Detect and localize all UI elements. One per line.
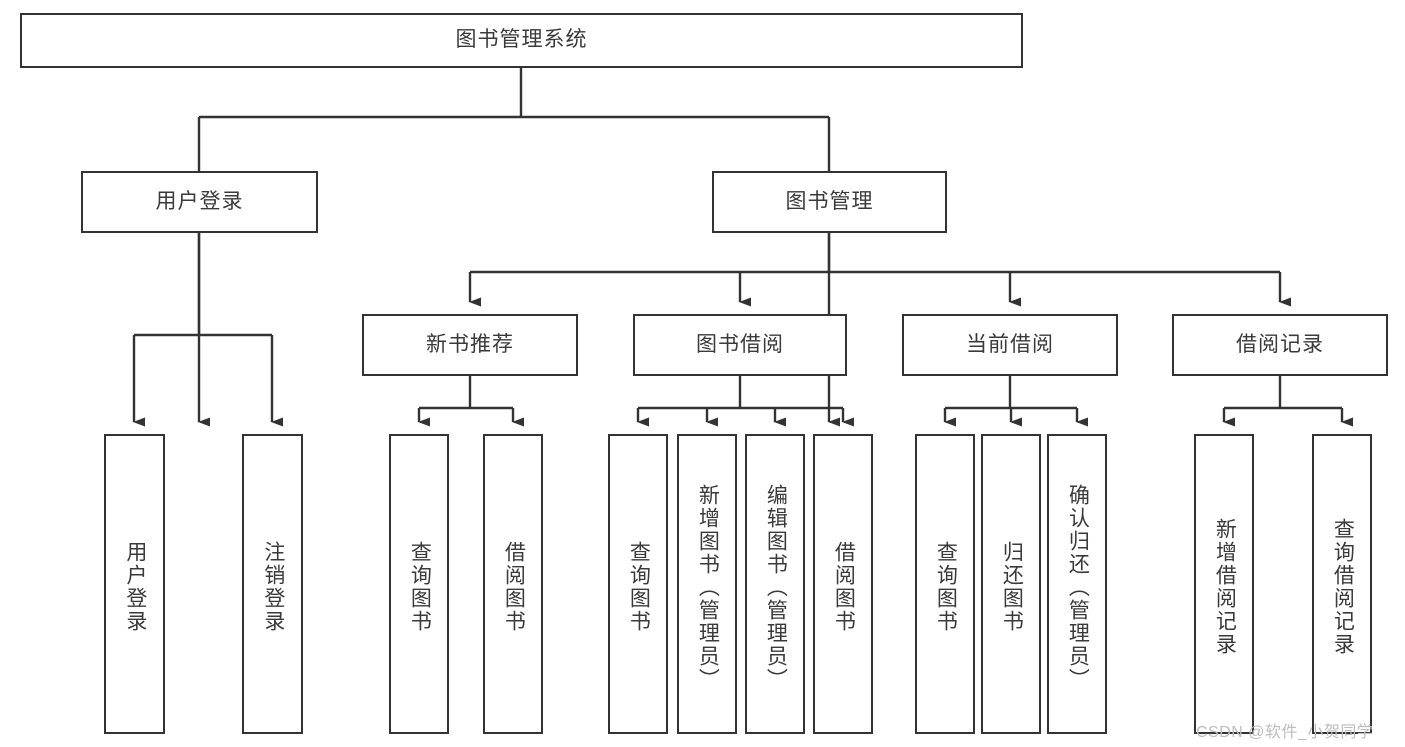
leaf-user-login[interactable]: 用户登录	[104, 434, 165, 734]
leaf-borrow-book[interactable]: 借阅图书	[813, 434, 873, 734]
leaf-query-book-current[interactable]: 查询图书	[915, 434, 975, 734]
leaf-query-book-borrow[interactable]: 查询图书	[608, 434, 668, 734]
leaf-edit-book-admin[interactable]: 编辑图书（管理员）	[745, 434, 805, 734]
leaf-query-book-current-label: 查询图书	[934, 541, 958, 633]
leaf-query-borrow-record-label: 查询借阅记录	[1331, 518, 1355, 656]
leaf-add-borrow-record[interactable]: 新增借阅记录	[1194, 434, 1254, 734]
leaf-borrow-book-recommend[interactable]: 借阅图书	[483, 434, 543, 734]
node-user-login-label: 用户登录	[155, 189, 244, 213]
leaf-confirm-return-admin-label: 确认归还（管理员）	[1066, 483, 1090, 691]
node-borrow-record[interactable]: 借阅记录	[1172, 314, 1388, 376]
node-root-label: 图书管理系统	[455, 28, 588, 52]
leaf-return-book[interactable]: 归还图书	[981, 434, 1041, 734]
leaf-logout[interactable]: 注销登录	[242, 434, 303, 734]
node-current-borrow[interactable]: 当前借阅	[902, 314, 1118, 376]
leaf-return-book-label: 归还图书	[1000, 541, 1024, 633]
leaf-add-book-admin[interactable]: 新增图书（管理员）	[677, 434, 737, 734]
leaf-query-book-borrow-label: 查询图书	[627, 541, 651, 633]
leaf-query-book-recommend-label: 查询图书	[408, 541, 432, 633]
node-book-management-label: 图书管理	[785, 189, 874, 213]
leaf-add-borrow-record-label: 新增借阅记录	[1213, 518, 1237, 656]
leaf-query-borrow-record[interactable]: 查询借阅记录	[1312, 434, 1372, 734]
leaf-add-book-admin-label: 新增图书（管理员）	[696, 483, 720, 691]
node-book-borrow-label: 图书借阅	[696, 332, 784, 356]
leaf-user-login-label: 用户登录	[123, 541, 147, 633]
leaf-borrow-book-recommend-label: 借阅图书	[502, 541, 526, 633]
leaf-logout-label: 注销登录	[261, 541, 285, 633]
node-borrow-record-label: 借阅记录	[1236, 332, 1324, 356]
leaf-edit-book-admin-label: 编辑图书（管理员）	[764, 483, 788, 691]
node-user-login[interactable]: 用户登录	[81, 171, 318, 233]
leaf-confirm-return-admin[interactable]: 确认归还（管理员）	[1047, 434, 1107, 734]
node-book-management[interactable]: 图书管理	[712, 171, 947, 233]
node-root[interactable]: 图书管理系统	[20, 13, 1023, 68]
csdn-watermark: CSDN @软件_小贺同学	[1196, 724, 1374, 741]
leaf-borrow-book-label: 借阅图书	[832, 541, 856, 633]
node-new-book-recommend[interactable]: 新书推荐	[362, 314, 578, 376]
node-current-borrow-label: 当前借阅	[966, 332, 1054, 356]
node-new-book-recommend-label: 新书推荐	[426, 332, 514, 356]
node-book-borrow[interactable]: 图书借阅	[633, 314, 847, 376]
leaf-query-book-recommend[interactable]: 查询图书	[389, 434, 449, 734]
